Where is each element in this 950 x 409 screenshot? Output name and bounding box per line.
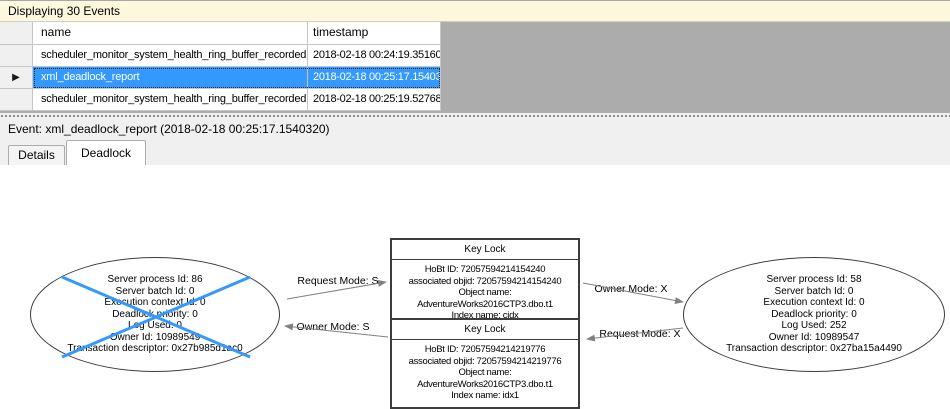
row-selector-cell[interactable] [0,89,33,111]
tab-details[interactable]: Details [8,145,65,165]
event-name-cell[interactable]: xml_deadlock_report [33,67,308,89]
event-timestamp-cell[interactable]: 2018-02-18 00:24:19.3516078 [308,45,441,67]
process-detail-line: Execution context Id: 0 [763,297,865,309]
grid-row-filler [441,89,950,111]
process-detail-line: Owner Id: 10989549 [109,331,201,343]
process-detail-line: Deadlock priority: 0 [112,308,198,320]
resource-detail-line: Index name: idx1 [451,390,519,401]
row-selector-cell[interactable] [0,45,33,67]
event-timestamp-cell[interactable]: 2018-02-18 00:25:19.5276859 [308,89,441,111]
resource-title: Key Lock [392,320,578,340]
process-detail-line: Execution context Id: 0 [104,297,206,309]
process-detail-line: Transaction descriptor: 0x27ba15a4490 [726,343,902,355]
edge-label-request-x: Request Mode: X [599,328,681,340]
process-detail-line: Server process Id: 58 [766,274,862,286]
events-grid: name timestamp scheduler_monitor_system_… [0,22,950,113]
resource-detail-line: HoBt ID: 72057594214219776 [424,344,546,355]
grid-header-filler [441,22,950,45]
process-node-victim[interactable]: Server process Id: 86 Server batch Id: 0… [30,257,280,372]
process-detail-line: Log Used: 0 [128,320,182,332]
process-detail-line: Server process Id: 86 [107,274,203,286]
row-selector-header[interactable] [0,22,33,45]
edge-label-request-s: Request Mode: S [297,275,379,287]
resource-detail-line: HoBt ID: 72057594214154240 [424,264,546,275]
process-detail-line: Server batch Id: 0 [774,285,854,297]
process-detail-line: Owner Id: 10989547 [768,331,860,343]
resource-detail-line: Index name: cidx [451,310,519,321]
column-header-name[interactable]: name [33,22,308,45]
pane-splitter[interactable] [0,113,950,118]
row-selector-cell[interactable]: ▶ [0,67,33,89]
event-name-cell[interactable]: scheduler_monitor_system_health_ring_buf… [33,45,308,67]
process-detail-line: Server batch Id: 0 [115,285,195,297]
resource-node-keylock-bottom[interactable]: Key Lock HoBt ID: 72057594214219776 asso… [390,318,580,409]
process-detail-line: Deadlock priority: 0 [771,308,857,320]
resource-node-keylock-top[interactable]: Key Lock HoBt ID: 72057594214154240 asso… [390,238,580,329]
grid-row-filler [441,45,950,67]
table-row-selected[interactable]: ▶ xml_deadlock_report 2018-02-18 00:25:1… [0,67,950,89]
grid-row-filler [441,67,950,89]
edge-label-owner-s: Owner Mode: S [296,321,370,333]
resource-detail-line: Object name: AdventureWorks2016CTP3.dbo.… [417,287,553,310]
resource-title: Key Lock [392,240,578,260]
table-row[interactable]: scheduler_monitor_system_health_ring_buf… [0,45,950,67]
process-detail-line: Transaction descriptor: 0x27b985d1ac0 [67,343,243,355]
current-row-arrow-icon: ▶ [12,72,20,83]
event-name-cell[interactable]: scheduler_monitor_system_health_ring_buf… [33,89,308,111]
event-summary-bar: Event: xml_deadlock_report (2018-02-18 0… [0,118,950,140]
resource-detail-line: associated objid: 72057594214219776 [408,355,562,367]
deadlock-graph-canvas: Server process Id: 86 Server batch Id: 0… [0,165,950,409]
process-detail-line: Log Used: 252 [781,320,847,332]
events-count-bar: Displaying 30 Events [0,0,950,22]
grid-header-row: name timestamp [0,22,950,45]
event-timestamp-cell[interactable]: 2018-02-18 00:25:17.1540320 [308,67,441,89]
edge-label-owner-x: Owner Mode: X [594,283,668,295]
resource-detail-line: associated objid: 72057594214154240 [408,275,562,287]
resource-detail-line: Object name: AdventureWorks2016CTP3.dbo.… [417,367,553,390]
tab-deadlock[interactable]: Deadlock [66,140,146,165]
column-header-timestamp[interactable]: timestamp [308,22,441,45]
table-row[interactable]: scheduler_monitor_system_health_ring_buf… [0,89,950,111]
detail-tabstrip: Details Deadlock [0,140,950,165]
process-node[interactable]: Server process Id: 58 Server batch Id: 0… [683,257,945,372]
